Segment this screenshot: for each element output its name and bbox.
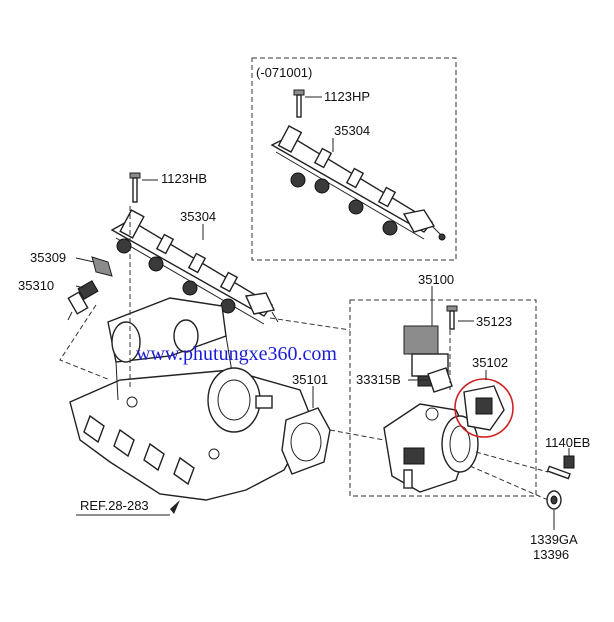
label-1123hp: 1123HP: [324, 89, 370, 104]
label-1123hb: 1123HB: [161, 171, 207, 186]
nut-1339ga: [546, 490, 562, 510]
intake-manifold: [69, 297, 313, 501]
label-35123: 35123: [476, 314, 512, 329]
label-33315b: 33315B: [356, 372, 401, 387]
label-1339ga: 1339GA: [530, 532, 578, 547]
label-35304-lower: 35304: [180, 209, 216, 224]
injector-clip: [91, 256, 113, 277]
fuel-rail-lower: [110, 209, 279, 325]
throttle-position-sensor: [463, 385, 505, 431]
screw-35123: [446, 305, 458, 330]
watermark-text: www.phutungxe360.com: [136, 343, 337, 365]
highlight-circle: [454, 378, 514, 438]
bolt-1123hb: [129, 172, 141, 203]
label-1140eb: 1140EB: [545, 435, 590, 450]
label-35100: 35100: [418, 272, 454, 287]
gasket-33315b: [427, 367, 453, 393]
label-13396: 13396: [533, 547, 569, 562]
label-35101: 35101: [292, 372, 328, 387]
throttle-gasket: [281, 407, 331, 475]
bolt-1123hp: [293, 89, 305, 118]
label-35102: 35102: [472, 355, 508, 370]
bolt-1140eb: [546, 455, 575, 480]
throttle-body: [383, 403, 479, 493]
label-35304-upper: 35304: [334, 123, 370, 138]
variant-box: [251, 57, 457, 261]
label-variant: (-071001): [256, 65, 312, 80]
label-ref: REF.28-283: [80, 498, 149, 513]
throttle-body-box: [349, 299, 537, 497]
injector: [67, 280, 99, 321]
label-35309: 35309: [30, 250, 66, 265]
fuel-rail-upper: [270, 125, 446, 241]
label-35310: 35310: [18, 278, 54, 293]
